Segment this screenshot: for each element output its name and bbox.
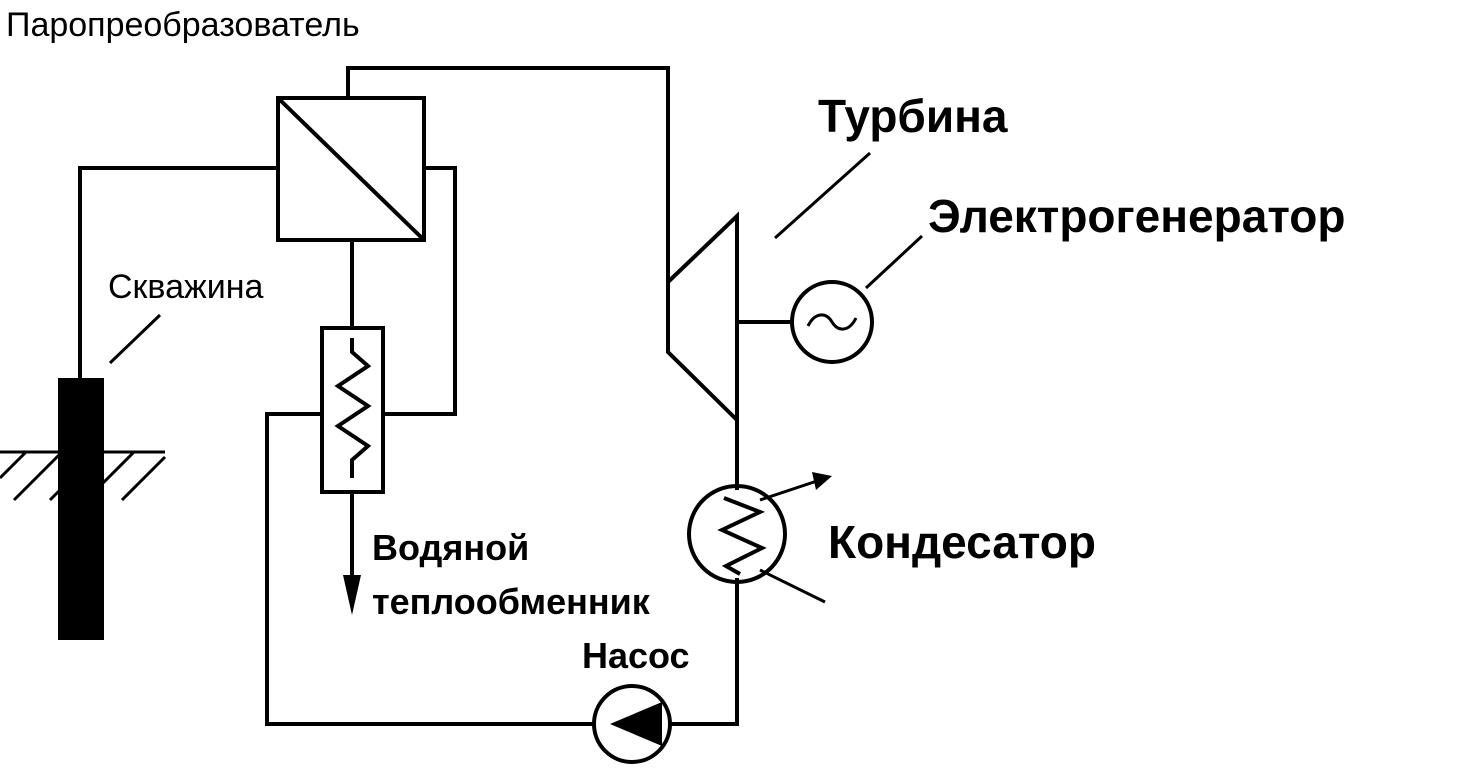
label-well: Скважина [108, 268, 264, 306]
converter-return-pipe [383, 166, 457, 416]
water-heat-exchanger [320, 326, 385, 494]
label-water-exchanger-1: Водяной [372, 527, 529, 568]
turbine-leader-line [773, 151, 872, 240]
well-bar [58, 378, 104, 640]
pump-icon [592, 684, 672, 764]
generator-leader-line [864, 234, 924, 290]
label-turbine: Турбина [818, 90, 1008, 142]
condensate-pipe [670, 578, 739, 726]
well-pipe [78, 166, 278, 378]
steam-pipe-top [346, 66, 670, 352]
feed-pipe-loop [265, 412, 594, 726]
well-leader-line [108, 313, 162, 365]
condenser-icon [687, 472, 832, 604]
steam-converter [276, 96, 426, 242]
label-water-exchanger-2: теплообменник [372, 581, 651, 622]
label-condenser: Кондесатор [828, 516, 1096, 568]
label-steam-converter: Паропреобразователь [6, 6, 360, 44]
outflow-arrow [343, 492, 361, 615]
label-generator: Электрогенератор [928, 190, 1345, 242]
turbine-icon [666, 211, 739, 425]
generator-icon [790, 280, 874, 364]
label-pump: Насос [582, 635, 690, 676]
